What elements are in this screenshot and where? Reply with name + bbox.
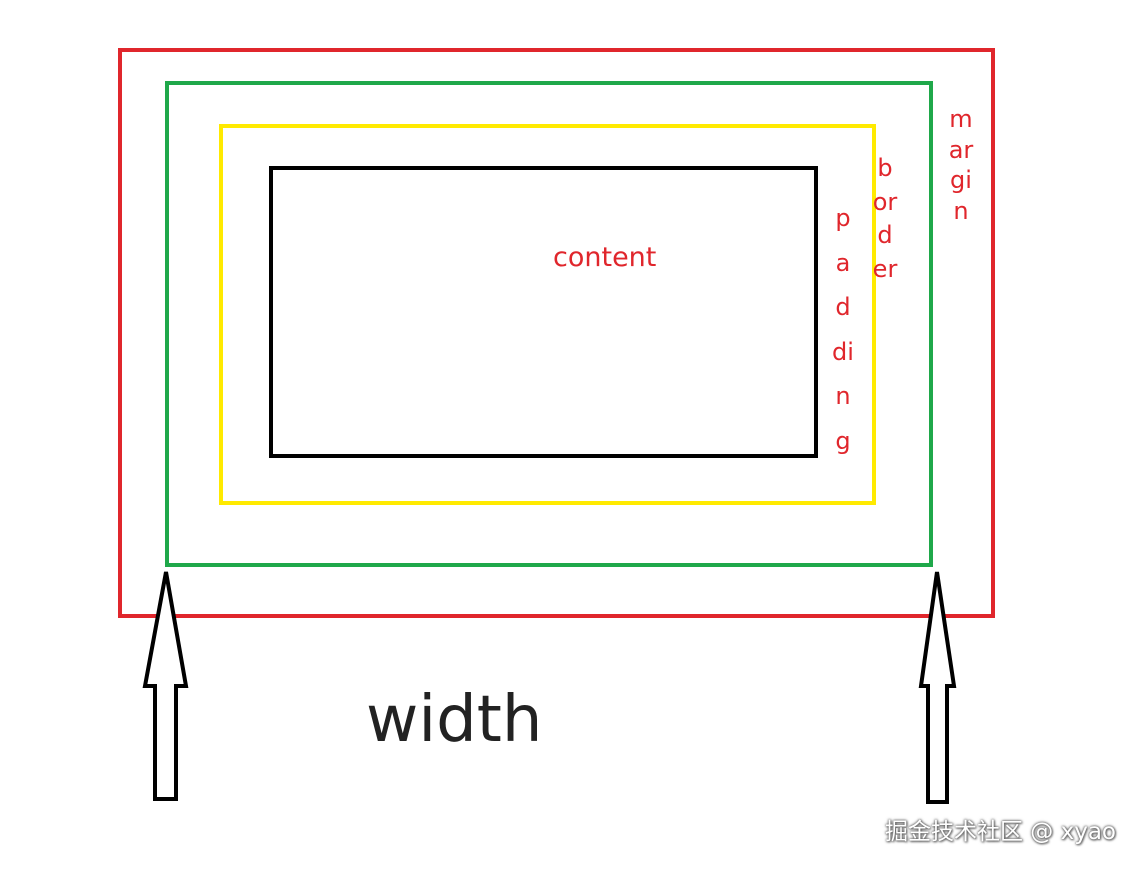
right-up-arrow-icon xyxy=(918,571,957,804)
margin-label: margin xyxy=(948,105,974,225)
content-box xyxy=(269,166,818,458)
content-label: content xyxy=(553,242,657,273)
left-up-arrow-icon xyxy=(142,571,189,801)
border-box xyxy=(165,81,933,567)
border-label: border xyxy=(872,154,898,283)
padding-label: padding xyxy=(832,204,854,455)
watermark: 掘金技术社区 @ xyao xyxy=(884,819,1116,845)
margin-box xyxy=(118,48,995,618)
padding-box xyxy=(219,124,876,505)
width-label: width xyxy=(366,683,543,757)
